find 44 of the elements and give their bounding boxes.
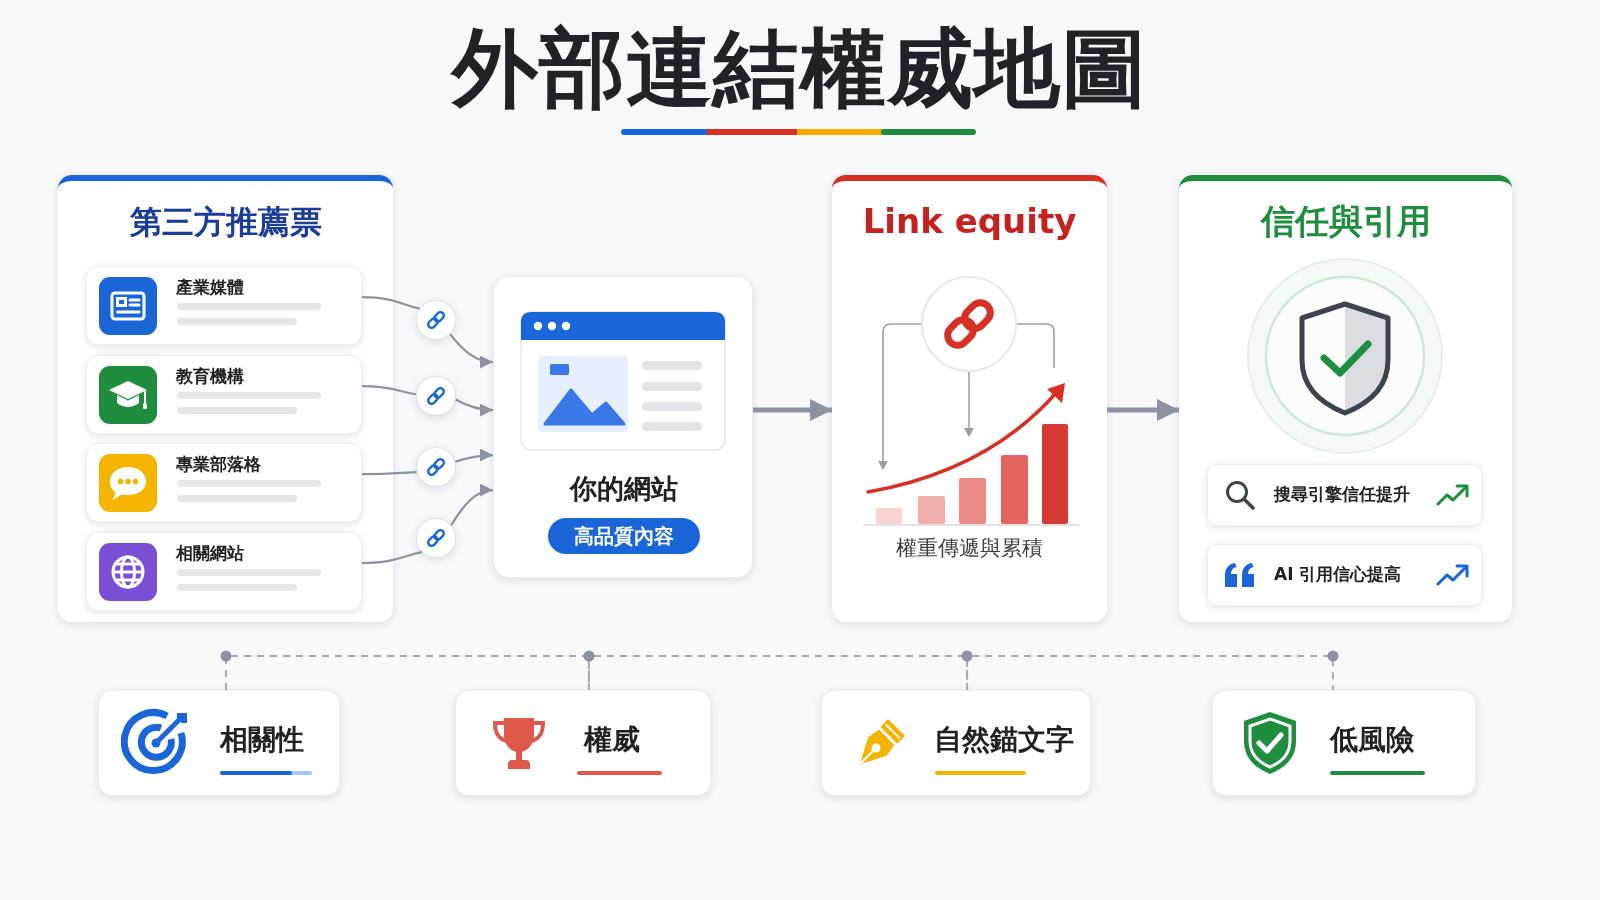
link-badge	[416, 447, 456, 487]
card-title: 產業媒體	[176, 278, 244, 298]
card-title: 教育機構	[176, 367, 244, 387]
panel-card	[58, 175, 393, 622]
arrow	[1107, 399, 1179, 422]
card-title: 專業部落格	[176, 455, 261, 475]
arrow	[455, 398, 494, 417]
panel-heading: 第三方推薦票	[129, 203, 322, 241]
feature-card	[455, 690, 711, 796]
dashed-connector	[587, 655, 969, 691]
link-badge	[416, 300, 456, 340]
panel-card	[832, 175, 1107, 622]
feature-label: 低風險	[1330, 723, 1414, 757]
feature-card	[1212, 690, 1476, 796]
feature-label: 相關性	[220, 723, 304, 757]
feature-label: 自然錨文字	[934, 723, 1074, 757]
arrow	[450, 484, 494, 526]
arrow	[753, 399, 832, 422]
link-badge	[416, 518, 456, 558]
source-card	[86, 532, 362, 611]
panel-heading: Link equity	[862, 202, 1077, 242]
row-text: 搜尋引擎信任提升	[1274, 485, 1410, 505]
metric-row	[1207, 544, 1482, 606]
row-text: AI 引用信心提高	[1274, 565, 1402, 585]
feature-card	[98, 690, 340, 796]
chart-caption: 權重傳遞與累積	[896, 535, 1043, 561]
arrow	[454, 448, 493, 463]
content-tag: 高品質內容	[548, 518, 700, 554]
source-card	[86, 443, 362, 522]
dashed-connector	[225, 655, 590, 691]
website-card	[493, 276, 753, 578]
card-title: 相關網站	[176, 544, 244, 564]
site-title: 你的網站	[570, 473, 678, 505]
link-badge	[416, 376, 456, 416]
dashed-connector	[966, 655, 1334, 691]
source-card	[86, 355, 362, 434]
metric-row	[1207, 464, 1482, 526]
panel-heading: 信任與引用	[1260, 202, 1431, 242]
panel-card	[1179, 175, 1512, 622]
title: 外部連結權威地圖	[452, 18, 1148, 118]
feature-card	[821, 690, 1091, 796]
feature-label: 權威	[584, 723, 640, 757]
source-card	[86, 266, 362, 345]
arrow	[449, 333, 494, 368]
